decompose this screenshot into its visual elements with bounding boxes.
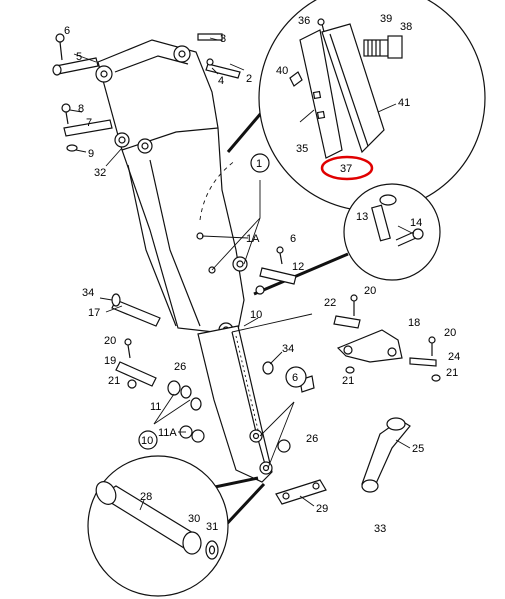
label-17: 17 <box>88 307 100 319</box>
label-1: 1 <box>256 158 262 170</box>
loose-parts <box>52 33 441 505</box>
label-37: 37 <box>340 163 352 175</box>
label-13: 13 <box>356 211 368 223</box>
label-20b: 20 <box>364 285 376 297</box>
label-41: 41 <box>398 97 410 109</box>
label-34: 34 <box>82 287 94 299</box>
label-31: 31 <box>206 521 218 533</box>
label-11a: 11A <box>158 427 177 439</box>
label-2: 2 <box>246 73 252 85</box>
label-10b: 10 <box>141 435 153 447</box>
label-34b: 34 <box>282 343 294 355</box>
label-5: 5 <box>76 51 82 63</box>
label-35: 35 <box>296 143 308 155</box>
callout-circle-1 <box>250 153 270 173</box>
label-38: 38 <box>400 21 412 33</box>
label-6: 6 <box>64 25 70 37</box>
label-6b: 6 <box>290 233 296 245</box>
part-labels: 6 5 3 2 4 8 7 9 32 1 1A 6 12 34 17 10 34… <box>64 13 460 535</box>
label-26b: 26 <box>306 433 318 445</box>
detail-pin-28 <box>87 455 229 597</box>
label-8: 8 <box>78 103 84 115</box>
callout-leader <box>253 252 349 296</box>
label-19: 19 <box>104 355 116 367</box>
label-30: 30 <box>188 513 200 525</box>
label-36: 36 <box>298 15 310 27</box>
label-21b: 21 <box>342 375 354 387</box>
label-18: 18 <box>408 317 420 329</box>
label-9: 9 <box>88 148 94 160</box>
label-7: 7 <box>86 117 92 129</box>
detail-wear-pads <box>258 0 486 212</box>
label-1a: 1A <box>246 233 260 245</box>
label-20: 20 <box>104 335 116 347</box>
detail-pin-13 <box>343 183 441 281</box>
label-11: 11 <box>150 401 161 413</box>
label-26: 26 <box>174 361 186 373</box>
label-39: 39 <box>380 13 392 25</box>
callout-leader <box>209 476 259 490</box>
label-33: 33 <box>374 523 386 535</box>
label-21: 21 <box>108 375 120 387</box>
label-24: 24 <box>448 351 460 363</box>
label-14: 14 <box>410 217 422 229</box>
callout-circle-10 <box>138 430 158 450</box>
label-6c: 6 <box>292 372 298 384</box>
label-29: 29 <box>316 503 328 515</box>
label-25: 25 <box>412 443 424 455</box>
callout-leader <box>226 111 264 153</box>
label-32: 32 <box>94 167 106 179</box>
label-3: 3 <box>220 33 226 45</box>
label-20c: 20 <box>444 327 456 339</box>
label-40: 40 <box>276 65 288 77</box>
leader-lines <box>69 37 415 511</box>
callout-circle-6 <box>285 366 307 388</box>
label-12: 12 <box>292 261 304 273</box>
label-28: 28 <box>140 491 152 503</box>
label-22: 22 <box>324 297 336 309</box>
boom-arm <box>95 39 273 483</box>
label-21c: 21 <box>446 367 458 379</box>
highlight-part-37 <box>320 155 374 181</box>
label-10: 10 <box>250 309 262 321</box>
label-4: 4 <box>218 75 224 87</box>
